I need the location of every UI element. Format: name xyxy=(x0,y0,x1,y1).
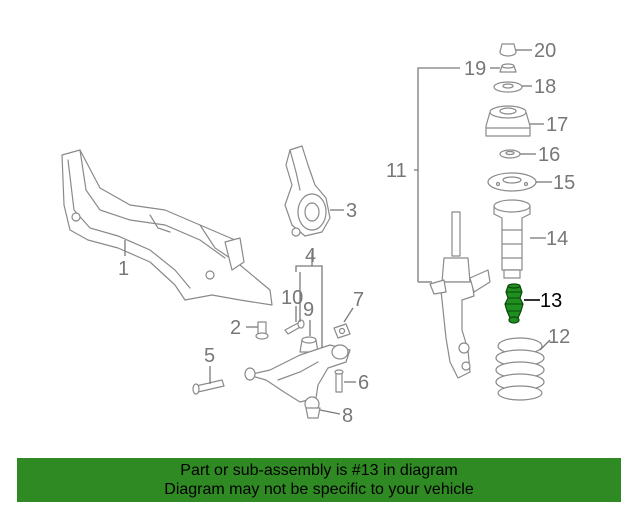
callout-3: 3 xyxy=(346,200,357,222)
part-washer-18 xyxy=(493,81,523,93)
part-cap-20 xyxy=(499,43,517,57)
part-ball-joint-8 xyxy=(305,407,321,419)
diagram-notice-banner: Part or sub-assembly is #13 in diagram D… xyxy=(17,458,621,502)
callout-13: 13 xyxy=(540,290,562,312)
callout-11: 11 xyxy=(386,160,407,182)
callout-16: 16 xyxy=(538,144,560,166)
callout-10: 10 xyxy=(281,287,303,309)
part-coil-spring-12 xyxy=(495,337,545,401)
callout-labels: 1 2 3 4 5 6 7 8 9 10 11 12 13 14 15 16 1… xyxy=(118,40,575,427)
part-bolt-6 xyxy=(334,369,344,393)
callout-17: 17 xyxy=(546,114,568,136)
notice-line-part-number: Part or sub-assembly is #13 in diagram xyxy=(180,462,458,479)
callout-4: 4 xyxy=(305,245,316,267)
callout-14: 14 xyxy=(546,228,568,250)
callout-15: 15 xyxy=(553,172,575,194)
leader-lines xyxy=(124,49,552,415)
callout-2: 2 xyxy=(230,317,241,339)
callout-9: 9 xyxy=(303,299,314,321)
callout-20: 20 xyxy=(534,40,556,62)
callout-18: 18 xyxy=(534,76,556,98)
part-dust-boot-14 xyxy=(493,199,531,279)
part-nut-7 xyxy=(333,323,351,339)
notice-line-disclaimer: Diagram may not be specific to your vehi… xyxy=(164,481,474,498)
callout-7: 7 xyxy=(353,289,364,311)
part-bolt-10 xyxy=(284,319,305,335)
callout-6: 6 xyxy=(358,372,369,394)
callout-12: 12 xyxy=(548,326,570,348)
part-nut-19 xyxy=(499,63,517,73)
part-crossmember xyxy=(61,149,273,306)
part-lower-control-arm xyxy=(244,344,351,412)
callout-8: 8 xyxy=(342,405,353,427)
callout-1: 1 xyxy=(118,258,129,280)
part-bolt-2 xyxy=(255,321,269,340)
part-bearing-16 xyxy=(499,149,521,159)
callout-19: 19 xyxy=(464,58,486,80)
part-bolt-5 xyxy=(192,379,225,395)
part-spring-seat-15 xyxy=(487,172,537,192)
part-steering-knuckle xyxy=(284,145,331,237)
part-strut-mount-17 xyxy=(485,105,531,137)
part-bump-stop-13 xyxy=(504,283,524,324)
callout-5: 5 xyxy=(204,345,215,367)
part-strut xyxy=(429,211,491,379)
